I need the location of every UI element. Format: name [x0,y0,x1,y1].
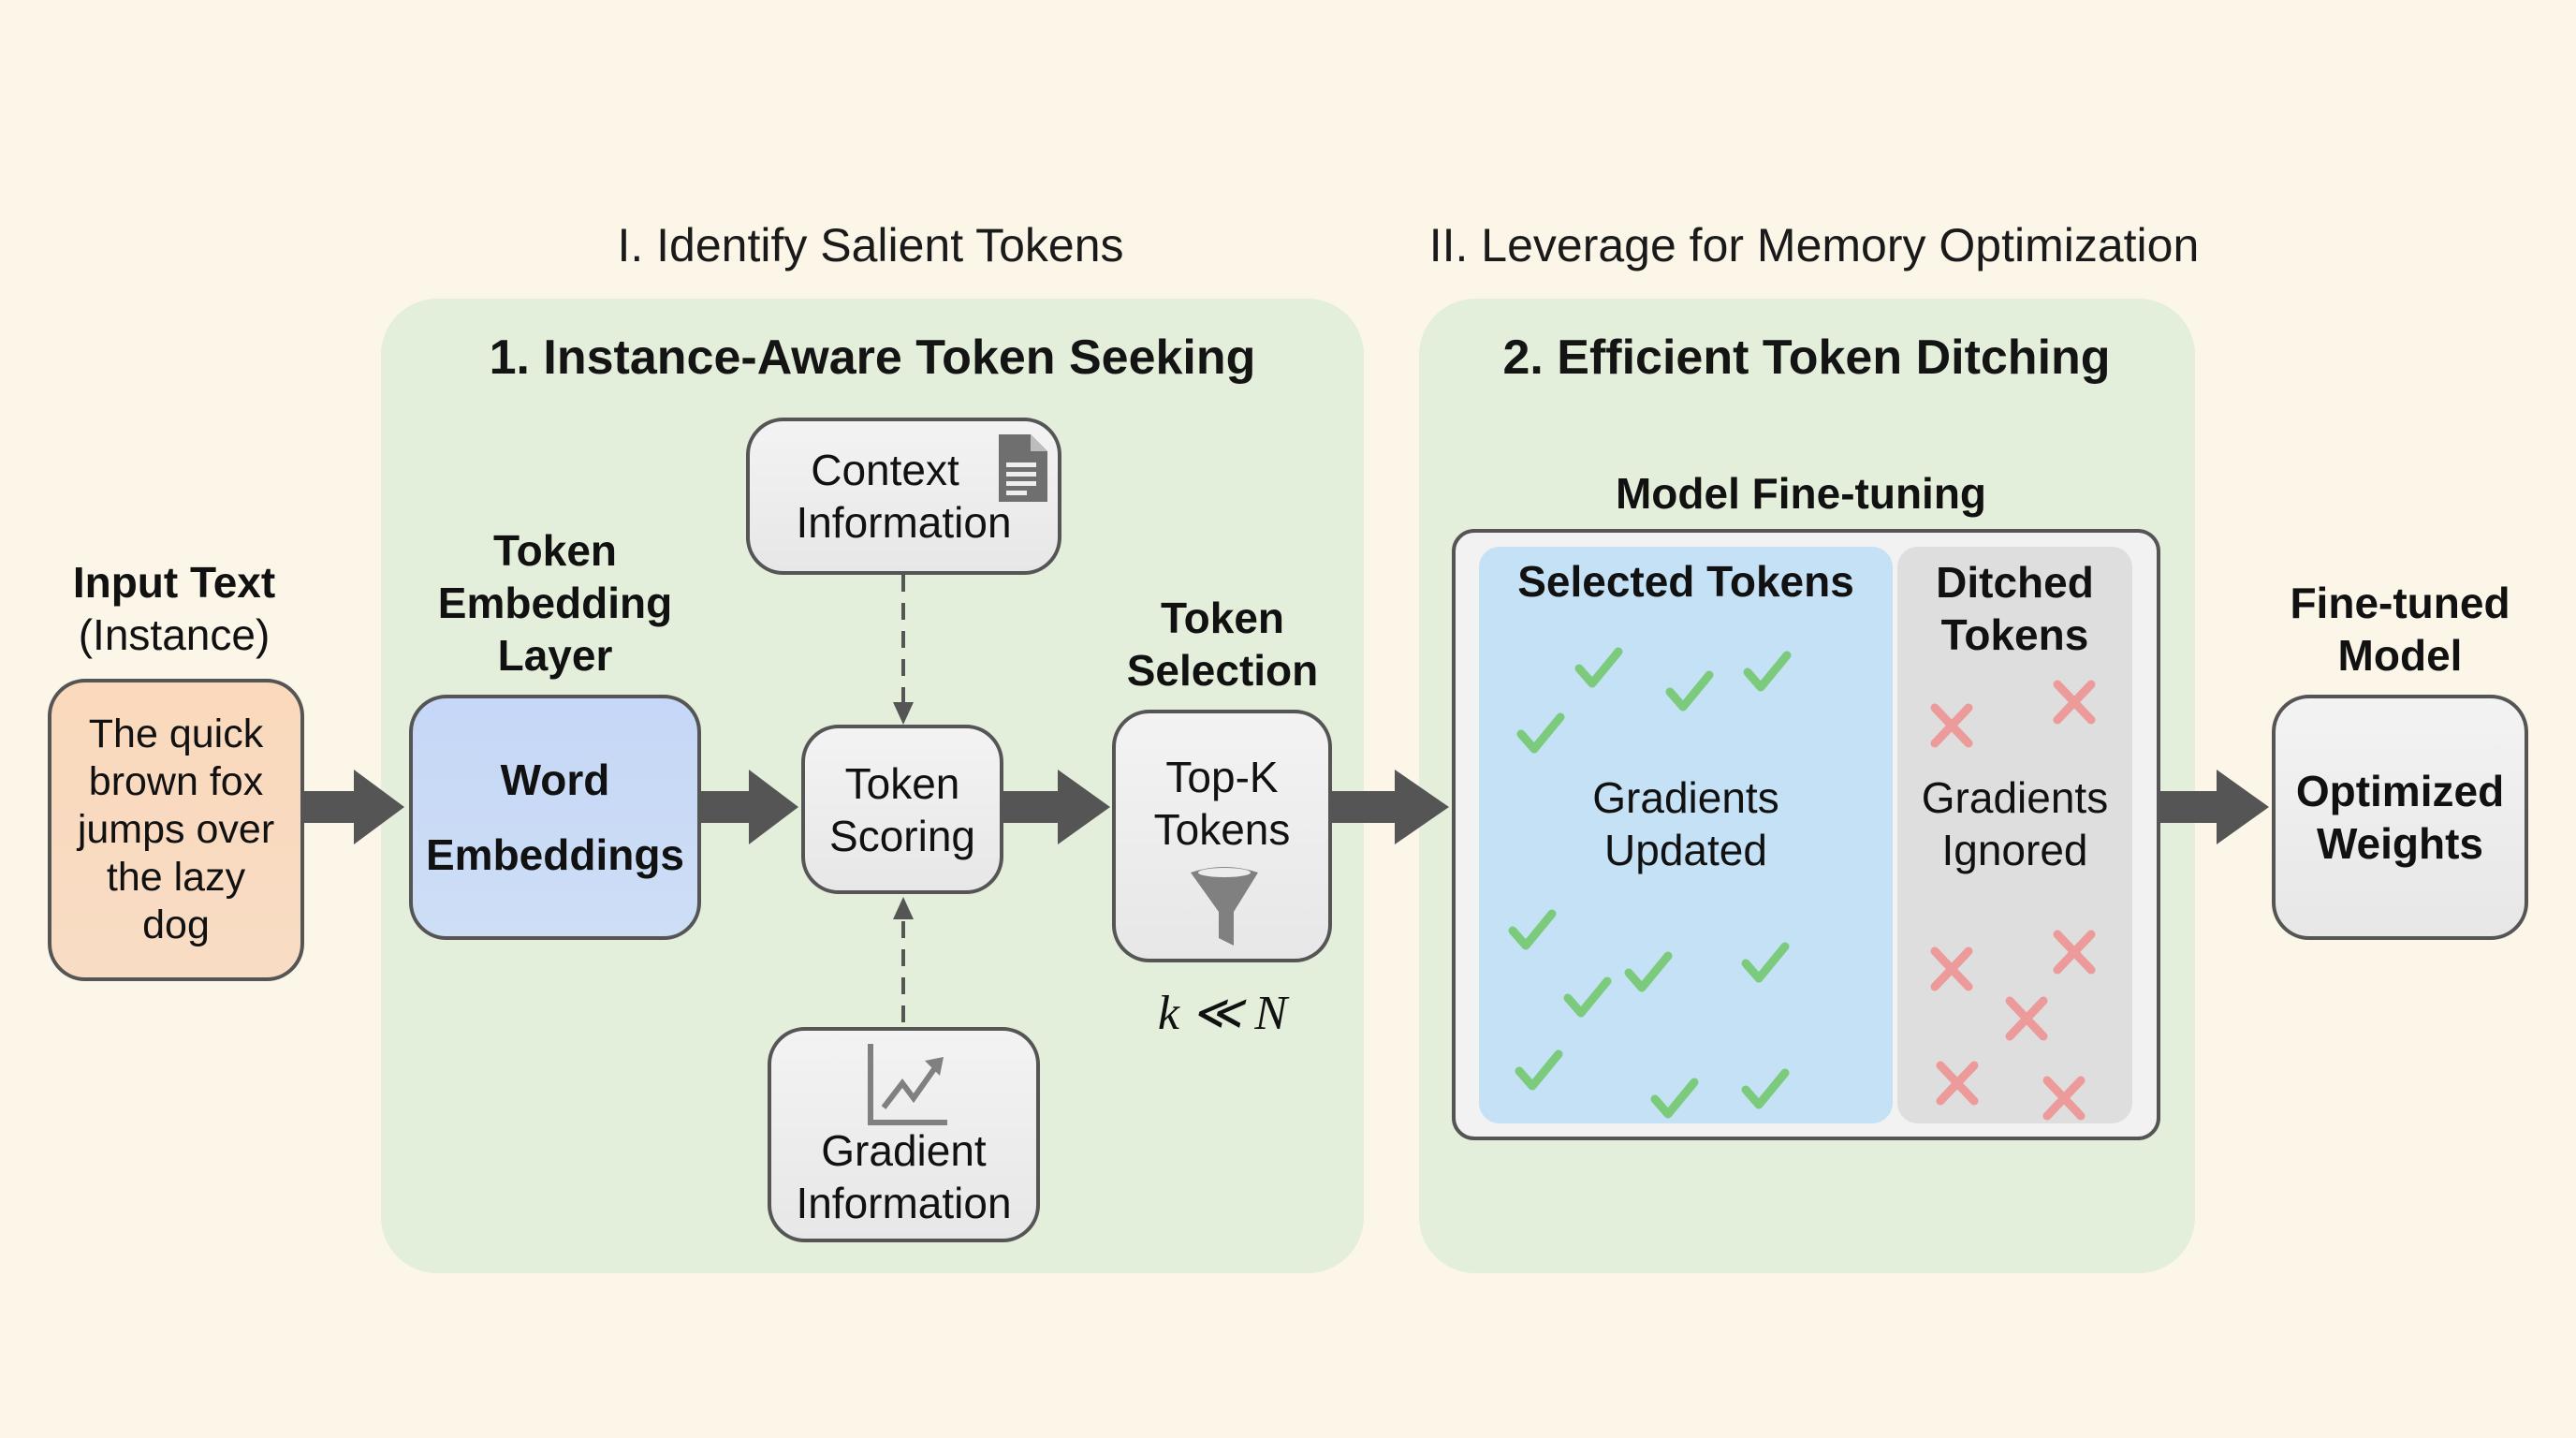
cross-mark-icon [2005,996,2048,1041]
ditched-title-line2: Tokens [1940,610,2089,659]
top-k-line1: Top-K [1165,753,1279,801]
trend-chart-icon [868,1044,947,1125]
output-label-line2: Model [2337,631,2463,680]
cross-mark-icon [2053,680,2096,725]
context-line1: Context [811,446,959,494]
check-mark-icon [1516,712,1565,754]
selected-tokens-panel: Selected Tokens Gradients Updated [1479,547,1893,1123]
check-mark-icon [1665,670,1714,712]
output-label-line1: Fine-tuned [2290,579,2510,627]
embedding-label-line1: Token [492,526,618,575]
document-icon [999,434,1047,502]
word-embeddings-box: Word Embeddings [409,695,701,940]
gradients-updated-line2: Updated [1604,826,1767,874]
selected-tokens-title: Selected Tokens [1517,557,1854,606]
funnel-icon [1191,867,1258,946]
gradients-ignored-text: Gradients Ignored [1897,771,2132,876]
embedding-label: Token Embedding Layer [438,524,672,682]
gradient-information-box: Gradient Information [768,1027,1040,1242]
cross-mark-icon [1936,1061,1979,1106]
context-arrowhead [893,702,914,725]
check-mark-icon [1574,647,1623,688]
cross-mark-icon [2042,1076,2086,1121]
selection-label-line1: Token [1160,594,1285,642]
context-information-box: Context Information [746,418,1061,575]
section-title-identify: I. Identify Salient Tokens [617,219,1124,271]
word-embeddings-line2: Embeddings [425,830,685,879]
gradient-line1: Gradient [821,1126,987,1175]
top-k-line2: Tokens [1153,805,1291,854]
check-mark-icon [1515,1049,1563,1091]
word-embeddings-line1: Word [500,756,610,804]
context-line2: Information [796,498,1012,547]
cross-mark-icon [2053,930,2096,975]
k-much-less-than-n: k ≪ N [1157,987,1288,1040]
model-finetuning-label: Model Fine-tuning [1615,469,1987,518]
check-mark-icon [1624,951,1673,992]
check-mark-icon [1743,651,1792,692]
token-scoring-box: Token Scoring [801,725,1003,894]
panel-title-token-seeking: 1. Instance-Aware Token Seeking [489,330,1256,385]
dashed-connectors [893,575,914,1027]
input-label-title: Input Text [72,558,276,607]
gradients-ignored-line2: Ignored [1941,826,2088,874]
gradients-ignored-line1: Gradients [1921,773,2109,822]
check-mark-icon [1650,1078,1699,1119]
ditched-tokens-title: Ditched Tokens [1897,556,2132,661]
selection-label-line2: Selection [1126,646,1319,695]
cross-mark-icon [1930,946,1973,991]
output-label: Fine-tuned Model [2290,577,2510,682]
optimized-weights-line2: Weights [2316,819,2484,868]
optimized-weights-box: Optimized Weights [2272,695,2528,940]
section-title-leverage: II. Leverage for Memory Optimization [1428,219,2200,271]
cross-marks [1930,680,2096,1121]
cross-mark-icon [1930,703,1973,748]
input-label: Input Text (Instance) [73,556,275,661]
token-scoring-line2: Scoring [829,811,975,860]
input-label-subtitle: (Instance) [78,610,271,659]
check-mark-icon [1563,976,1612,1018]
gradient-arrowhead [893,897,914,919]
panel-title-token-ditching: 2. Efficient Token Ditching [1502,330,2111,385]
check-mark-icon [1508,909,1557,950]
token-scoring-line1: Token [844,758,960,808]
embedding-label-line2: Embedding [437,579,673,627]
gradients-updated-line1: Gradients [1592,773,1779,822]
check-mark-icon [1741,1068,1790,1109]
ditched-title-line1: Ditched [1936,558,2094,607]
gradient-line2: Information [796,1179,1012,1227]
top-k-tokens-box: Top-K Tokens [1112,710,1332,962]
check-mark-icon [1741,942,1790,983]
optimized-weights-line1: Optimized [2295,767,2505,815]
embedding-label-line3: Layer [497,631,613,680]
gradients-updated-text: Gradients Updated [1479,771,1893,876]
ditched-tokens-panel: Ditched Tokens Gradients Ignored [1897,547,2132,1123]
check-marks [1508,647,1792,1119]
input-text: The quick brown fox jumps over the lazy … [77,712,275,947]
selection-label: Token Selection [1127,592,1319,697]
input-text-box: The quick brown fox jumps over the lazy … [48,679,304,981]
